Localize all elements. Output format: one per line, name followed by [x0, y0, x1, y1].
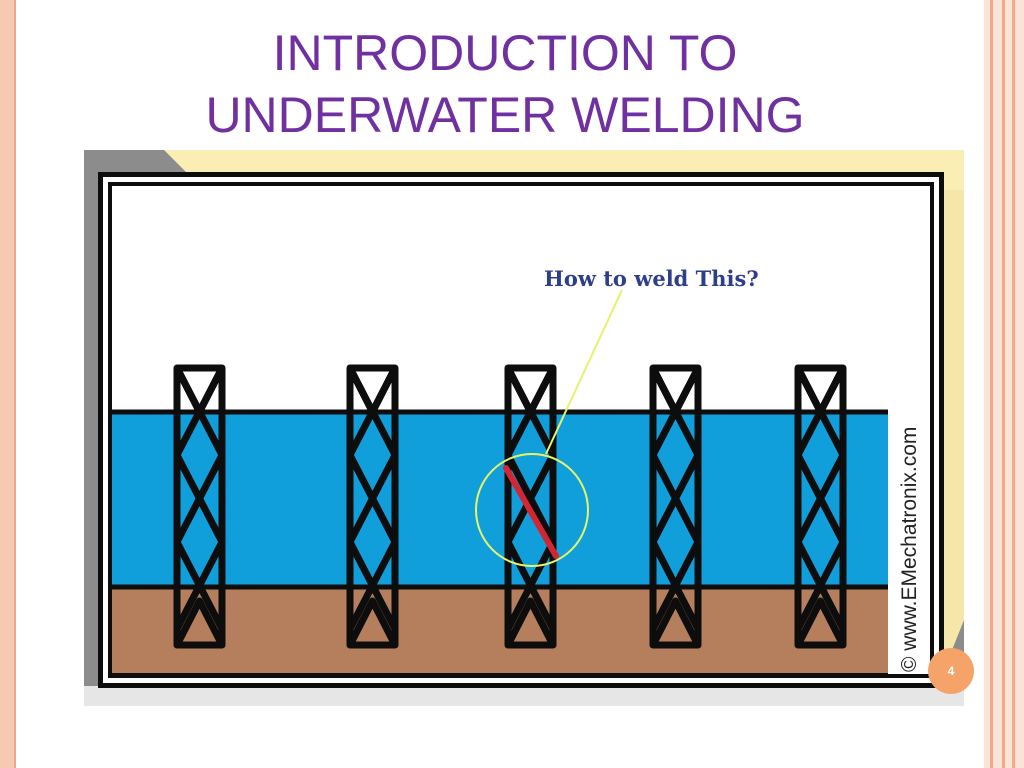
callout-text: How to weld This? — [544, 266, 759, 291]
weld-highlight-circle — [475, 453, 589, 567]
slide-title-line-2: UNDERWATER WELDING — [205, 87, 805, 143]
weld-line — [503, 465, 559, 559]
pillar-5 — [794, 364, 847, 649]
water — [112, 412, 888, 587]
figure-frame-light-bottom — [84, 686, 964, 706]
figure-frame-cream-right — [944, 190, 964, 670]
seabed — [112, 587, 888, 673]
right-border-decoration — [984, 0, 1024, 768]
slide-title: INTRODUCTION TO UNDERWATER WELDING — [90, 22, 920, 146]
slide-title-line-1: INTRODUCTION TO — [272, 25, 738, 81]
pillar-3 — [504, 364, 557, 649]
pillar-4 — [649, 364, 702, 649]
left-border-decoration — [0, 0, 14, 768]
sky — [112, 186, 888, 412]
pillar-2 — [346, 364, 399, 649]
watermark-strip — [888, 186, 930, 674]
left-border-line — [14, 0, 16, 768]
watermark-text: © www.EMechatronix.com — [898, 427, 921, 672]
pillar-1 — [173, 364, 226, 649]
underwater-structure-figure: How to weld This? © www.EMechatronix.com — [84, 150, 964, 706]
page-number-badge: 4 — [928, 648, 974, 694]
callout-pointer — [545, 289, 623, 455]
